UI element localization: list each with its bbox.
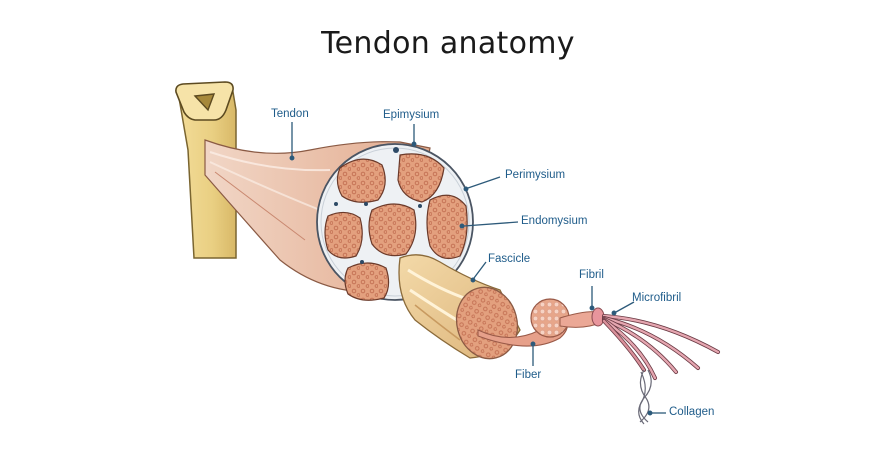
microfibrils	[602, 314, 720, 380]
fibril	[559, 307, 605, 328]
label-fibril: Fibril	[579, 269, 604, 281]
diagram-title: Tendon anatomy	[321, 26, 575, 61]
leader-lines	[289, 122, 666, 416]
label-fiber: Fiber	[515, 369, 542, 381]
fiber	[477, 298, 570, 347]
collagen	[638, 369, 652, 425]
label-microfibril: Microfibril	[632, 292, 682, 304]
label-collagen: Collagen	[669, 406, 715, 418]
label-fascicle: Fascicle	[488, 253, 531, 265]
label-endomysium: Endomysium	[521, 215, 588, 227]
fascicle	[398, 254, 521, 360]
label-perimysium: Perimysium	[505, 169, 566, 181]
label-epimysium: Epimysium	[383, 109, 440, 121]
label-tendon: Tendon	[271, 108, 309, 120]
